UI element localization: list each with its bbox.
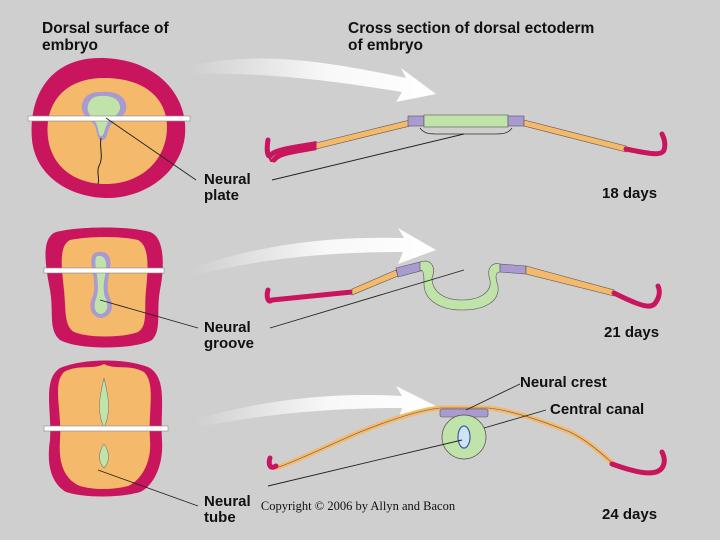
stage-21-days: [44, 228, 659, 348]
arrow-24: [194, 386, 436, 428]
copyright-notice: Copyright © 2006 by Allyn and Bacon: [258, 498, 458, 514]
embryo-dorsal-24: [44, 361, 168, 497]
label-18-days: 18 days: [602, 186, 692, 202]
label-24-days: 24 days: [602, 507, 692, 523]
label-neural-crest: Neural crest: [520, 375, 650, 391]
cross-section-21: [267, 261, 659, 310]
header-cross-section: Cross section of dorsal ectoderm of embr…: [348, 20, 598, 54]
label-central-canal: Central canal: [550, 402, 690, 418]
arrow-18: [190, 58, 436, 102]
label-neural-plate: Neural plate: [204, 172, 284, 204]
label-21-days: 21 days: [604, 325, 694, 341]
embryo-dorsal-18: [28, 58, 190, 198]
header-dorsal-surface: Dorsal surface of embryo: [42, 20, 192, 54]
embryo-dorsal-21: [44, 228, 164, 348]
stage-18-days: [28, 58, 665, 198]
cross-section-18: [267, 115, 665, 162]
label-neural-groove: Neural groove: [204, 320, 284, 352]
